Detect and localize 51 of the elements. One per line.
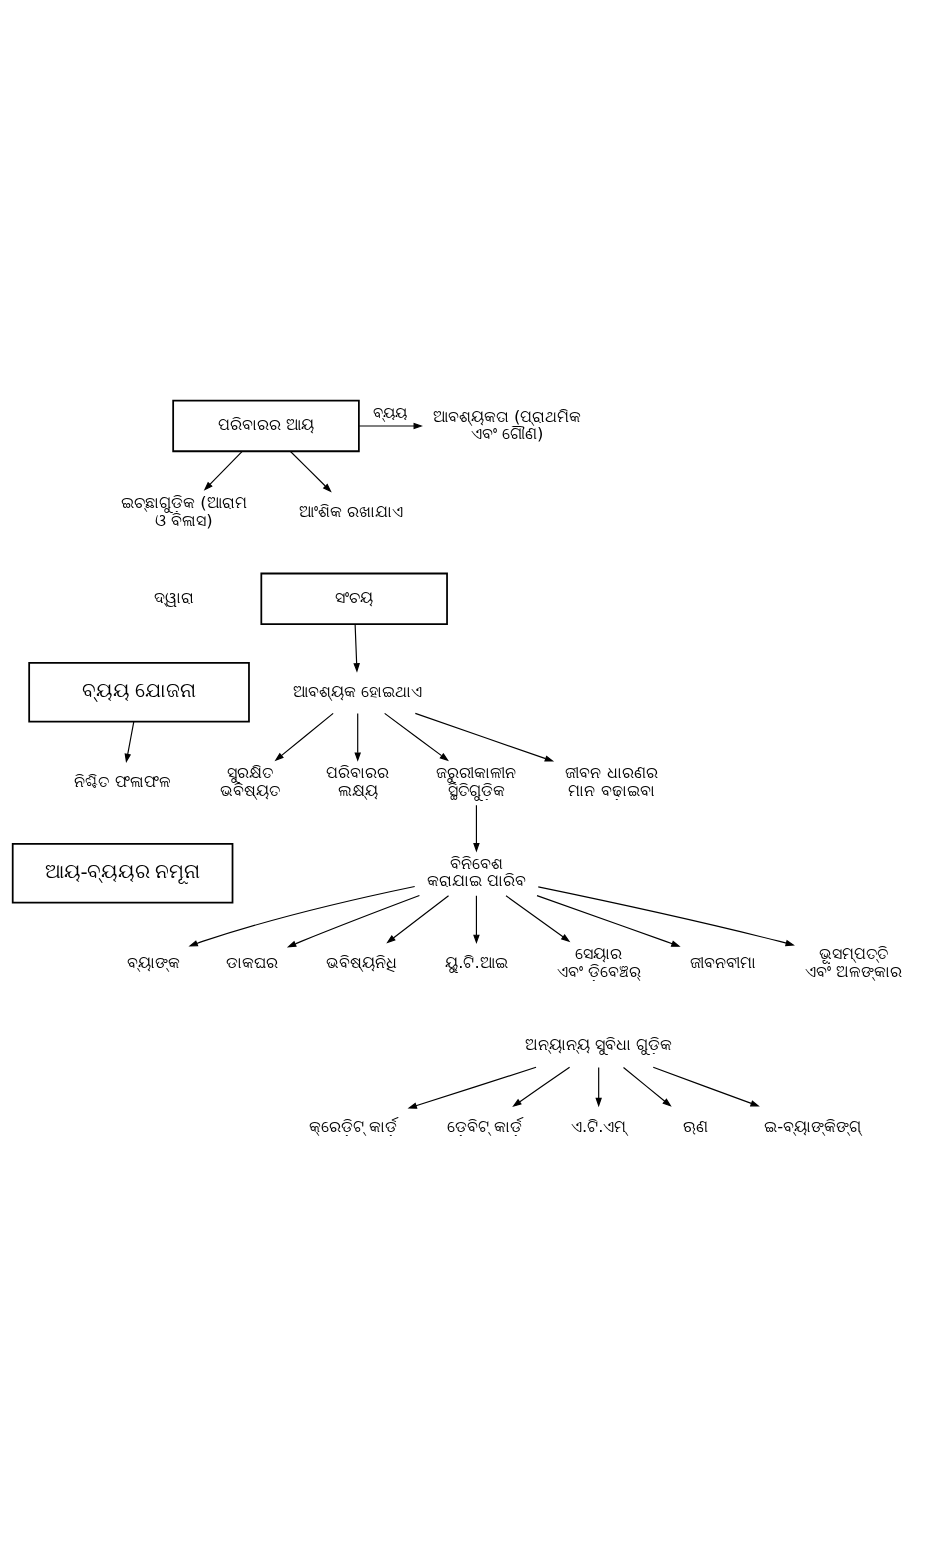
node-text: ଡାକଘର bbox=[225, 953, 278, 973]
node-text: ଆବଶ୍ୟକ ହୋଇଥାଏ bbox=[293, 681, 423, 701]
node-text: ସେୟାର ଏବଂ ଡ଼ିବେଞ୍ଚର୍ bbox=[556, 944, 641, 981]
node-box: ଆୟ-ବ୍ୟୟର ନମୂନା bbox=[11, 842, 234, 904]
node-text: ଋଣ bbox=[682, 1116, 708, 1136]
node-text: ପରିବାରର ଲକ୍ଷ୍ୟ bbox=[326, 763, 390, 800]
edge-label: ବ୍ୟୟ bbox=[373, 404, 408, 423]
arrow bbox=[473, 895, 480, 945]
arrow bbox=[512, 1066, 571, 1107]
arrow bbox=[414, 712, 555, 762]
arrow bbox=[358, 422, 423, 430]
node-box: ବ୍ୟୟ ଯୋଜନା bbox=[28, 661, 250, 723]
node-text: ଅନ୍ୟାନ୍ୟ ସୁବିଧା ଗୁଡ଼ିକ bbox=[524, 1035, 673, 1055]
arrow bbox=[274, 712, 334, 762]
node-text: ଭୂସମ୍ପତ୍ତି ଏବଂ ଅଳଙ୍କାର bbox=[805, 944, 903, 981]
arrow bbox=[289, 450, 332, 493]
node-text: ବିନିବେଶ କରାଯାଇ ପାରିବ bbox=[426, 853, 527, 891]
node-text: ୟୁ.ଟି.ଆଇ bbox=[445, 953, 508, 973]
arrow bbox=[384, 712, 449, 762]
arrow bbox=[473, 804, 480, 853]
node-text: ଜରୁରୀକାଳୀନ ସ୍ଥିତିଗୁଡ଼ିକ bbox=[436, 763, 517, 800]
arrow bbox=[652, 1066, 760, 1107]
node-box: ସଂଚୟ bbox=[260, 572, 448, 625]
node-text: ନିଶ୍ଚିତ ଫଳାଫଳ bbox=[74, 772, 171, 792]
arrow bbox=[286, 895, 420, 948]
node-box: ପରିବାରର ଆୟ bbox=[172, 399, 360, 453]
arrow bbox=[354, 712, 361, 762]
node-text: ଭବିଷ୍ୟନିଧି bbox=[325, 953, 397, 973]
node-text: ବ୍ୟାଙ୍କ bbox=[126, 953, 180, 973]
arrow bbox=[407, 1066, 537, 1109]
node-text: କ୍ରେଡ଼ିଟ୍ କାର୍ଡ଼ bbox=[308, 1116, 398, 1136]
arrow bbox=[537, 886, 795, 947]
node-text: ସୁରକ୍ଷିତ ଭବିଷ୍ୟତ bbox=[219, 763, 280, 800]
arrow bbox=[536, 895, 681, 947]
arrow bbox=[124, 721, 135, 764]
node-text: ଡ଼େବିଟ୍ କାର୍ଡ଼ bbox=[447, 1116, 523, 1136]
label: ଦ୍ୱାରା bbox=[154, 588, 195, 608]
arrow bbox=[622, 1066, 672, 1107]
node-text: ଇ-ବ୍ୟାଙ୍କିଙ୍ଗ୍ bbox=[764, 1116, 862, 1136]
arrow bbox=[188, 885, 416, 947]
arrow bbox=[203, 450, 243, 491]
node-text: ଇଚ୍ଛାଗୁଡ଼ିକ (ଆରାମ ଓ ବିଳାସ) bbox=[120, 492, 247, 530]
node-text: ଆବଶ୍ୟକତା (ପ୍ରାଥମିକ ଏବଂ ଗୌଣ) bbox=[432, 406, 582, 444]
arrow bbox=[353, 623, 360, 673]
node-text: ଜୀବନ ଧାରଣର ମାନ ବଢ଼ାଇବା bbox=[565, 763, 658, 800]
node-text: ଆଂଶିକ ରଖାଯାଏ bbox=[298, 501, 403, 521]
arrow bbox=[595, 1066, 602, 1108]
node-text: ଜୀବନବୀମା bbox=[690, 953, 757, 973]
arrow bbox=[386, 895, 450, 944]
arrow bbox=[505, 895, 571, 943]
node-text: ଏ.ଟି.ଏମ୍ bbox=[570, 1116, 627, 1136]
